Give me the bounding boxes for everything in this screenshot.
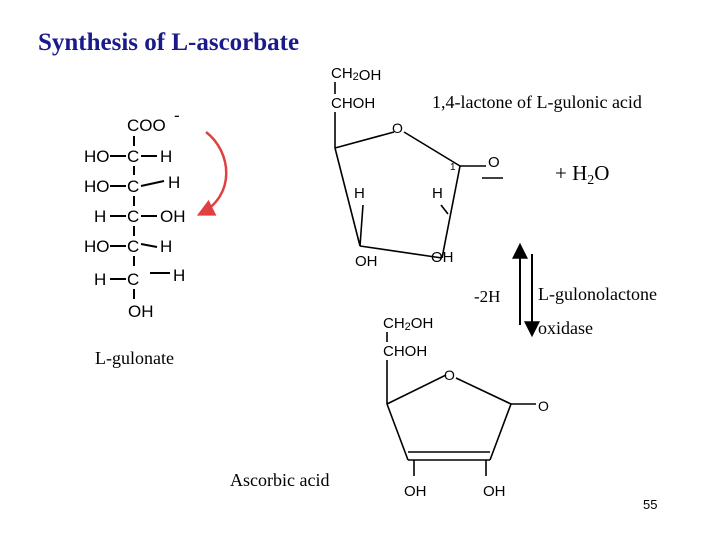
ascorbic-oh-left: OH xyxy=(404,483,427,500)
conversion-step: -2H L-gulonolactone oxidase xyxy=(474,242,657,338)
lactone-h-left: H xyxy=(354,185,365,202)
page-number: 55 xyxy=(643,497,657,512)
c1-carbon: C xyxy=(127,147,139,166)
c3-left-group: H xyxy=(94,207,106,226)
bond-lactone-h-left xyxy=(359,204,364,247)
ascorbic-ring-oxygen: O xyxy=(444,367,455,383)
lactone-choh: CHOH xyxy=(331,95,375,112)
slide-title: Synthesis of L-ascorbate xyxy=(38,29,299,56)
lactone-h-right: H xyxy=(432,185,443,202)
lactone-oh-left: OH xyxy=(355,253,378,270)
bond-c4-right xyxy=(140,243,158,248)
lactone-ring-oxygen: O xyxy=(392,120,403,136)
c4-carbon: C xyxy=(127,237,139,256)
c1-left-group: HO xyxy=(84,147,110,166)
lactone-ring-bond-c1-c2 xyxy=(441,165,461,259)
lactone-label: 1,4-lactone of L-gulonic acid xyxy=(432,92,642,112)
c2-carbon: C xyxy=(127,177,139,196)
c1-right-group: H xyxy=(160,147,172,166)
l-gulonate-structure: COO - HO C H HO C H H C OH HO C H H C xyxy=(84,106,186,368)
lactone-oh-right: OH xyxy=(431,249,454,266)
ascorbic-ring-bond-c4-o xyxy=(386,374,447,405)
enzyme-name-line1: L-gulonolactone xyxy=(538,284,657,304)
ascorbic-acid-structure: CH2OH CHOH O O OH OH Ascorbic acid xyxy=(230,315,549,500)
ascorbic-oh-right: OH xyxy=(483,483,506,500)
ascorbic-ch2oh: CH2OH xyxy=(383,315,433,333)
water-byproduct: + H2O xyxy=(555,161,609,188)
c2-right-group: H xyxy=(168,173,180,192)
carboxylate-group: COO xyxy=(127,116,166,135)
ascorbic-choh: CHOH xyxy=(383,343,427,360)
c5-left-group: H xyxy=(94,270,106,289)
lactone-ring-bond-c4-o xyxy=(334,131,395,149)
ascorbic-ring-bond-c1-c2 xyxy=(489,403,512,461)
bond-lactone-h-right xyxy=(440,204,449,215)
l-gulonate-label: L-gulonate xyxy=(95,348,174,368)
c2-left-group: HO xyxy=(84,177,110,196)
lactone-carbonyl-oxygen: O xyxy=(488,154,500,171)
curved-reaction-arrow xyxy=(196,131,228,216)
c5-carbon: C xyxy=(127,270,139,289)
c3-carbon: C xyxy=(127,207,139,226)
carboxylate-charge: - xyxy=(174,106,180,125)
c4-left-group: HO xyxy=(84,237,110,256)
lactone-ring-bond-c2-c3 xyxy=(359,245,443,259)
lactone-ch2oh: CH2OH xyxy=(331,65,381,84)
lactone-position-number: 1 xyxy=(450,162,456,173)
c3-right-group: OH xyxy=(160,207,186,226)
lactone-ring-bond-c3-c4 xyxy=(334,147,361,247)
enzyme-name-line2: oxidase xyxy=(538,318,593,338)
c5-bottom-group: OH xyxy=(128,302,154,321)
ascorbic-ring-bond-o-c1 xyxy=(455,377,512,405)
lactone-ring-bond-o-c1 xyxy=(403,131,461,167)
gulonolactone-structure: CH2OH CHOH 1,4-lactone of L-gulonic acid… xyxy=(331,65,642,270)
ascorbic-acid-label: Ascorbic acid xyxy=(230,470,329,490)
ascorbic-ring-bond-c3-c4 xyxy=(386,403,409,461)
minus-2h-label: -2H xyxy=(474,287,500,306)
c5-right-group: H xyxy=(173,266,185,285)
c4-right-group: H xyxy=(160,237,172,256)
ascorbic-carbonyl-oxygen: O xyxy=(538,398,549,414)
bond-c2-right xyxy=(140,180,165,187)
